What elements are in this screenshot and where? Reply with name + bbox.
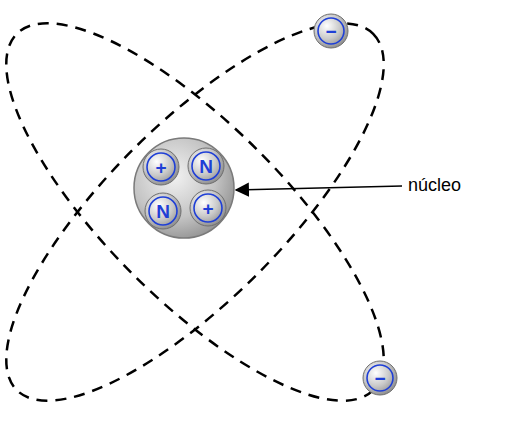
particle-sign: N: [156, 202, 170, 221]
particle-sign: +: [202, 199, 213, 218]
particle-sign: N: [199, 157, 213, 176]
leader-arrow: [236, 186, 402, 190]
particle-circle: N: [187, 147, 225, 185]
particle-circle: +: [189, 189, 227, 227]
electron-orbit: [0, 0, 435, 428]
electron-orbit: [0, 0, 435, 428]
particle-circle: +: [142, 148, 180, 186]
particle-sign: +: [155, 158, 166, 177]
particle-sign: −: [374, 369, 385, 388]
particle-circle: N: [144, 192, 182, 230]
particle-sign: −: [325, 22, 336, 41]
part-label: núcleo: [408, 175, 461, 197]
nucleus: [134, 138, 234, 238]
particle-circle: −: [313, 13, 349, 49]
particle-circle: −: [362, 360, 398, 396]
